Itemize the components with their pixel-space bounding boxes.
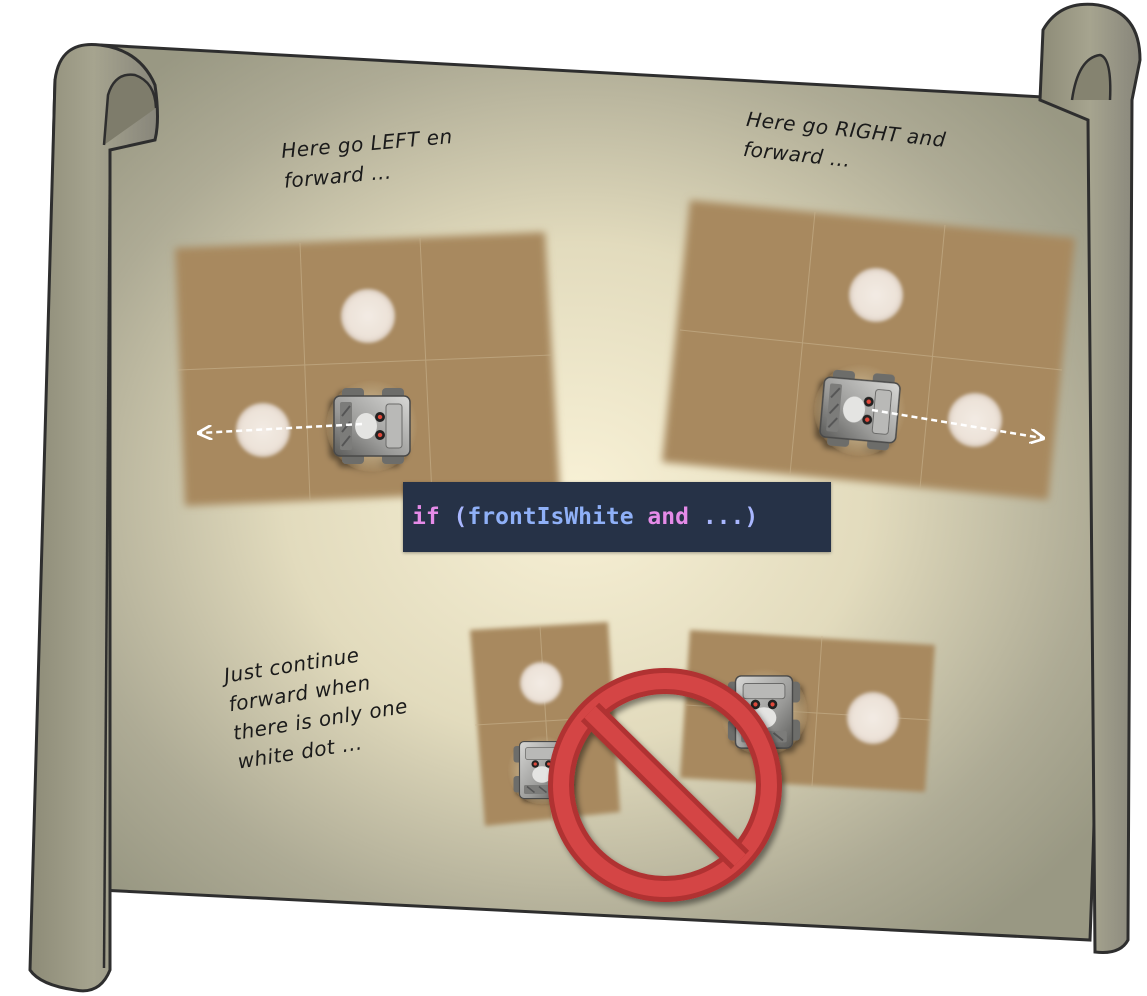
code-identifier: frontIsWhite	[467, 504, 634, 530]
prohibited-icon	[548, 668, 782, 902]
white-dot	[236, 403, 290, 457]
double-arrow-icon	[871, 408, 1042, 438]
code-keyword-if: if	[412, 504, 440, 530]
code-rest: ...)	[688, 504, 759, 530]
code-snippet: if (frontIsWhite and ...)	[403, 482, 831, 552]
white-dot	[849, 268, 903, 322]
white-dot	[847, 692, 899, 744]
board-one-dot-b	[680, 630, 935, 792]
double-arrow-icon	[200, 422, 363, 433]
code-paren-open: (	[439, 504, 468, 530]
code-keyword-and: and	[633, 504, 689, 530]
board-left-turn	[175, 232, 560, 506]
scroll-roll-top-right	[1038, 2, 1142, 954]
white-dot	[948, 393, 1002, 447]
white-dot	[341, 289, 395, 343]
board-right-turn	[662, 200, 1075, 500]
white-dot	[520, 662, 562, 704]
scroll-roll-left	[28, 42, 159, 993]
board-one-dot-a	[470, 622, 620, 826]
